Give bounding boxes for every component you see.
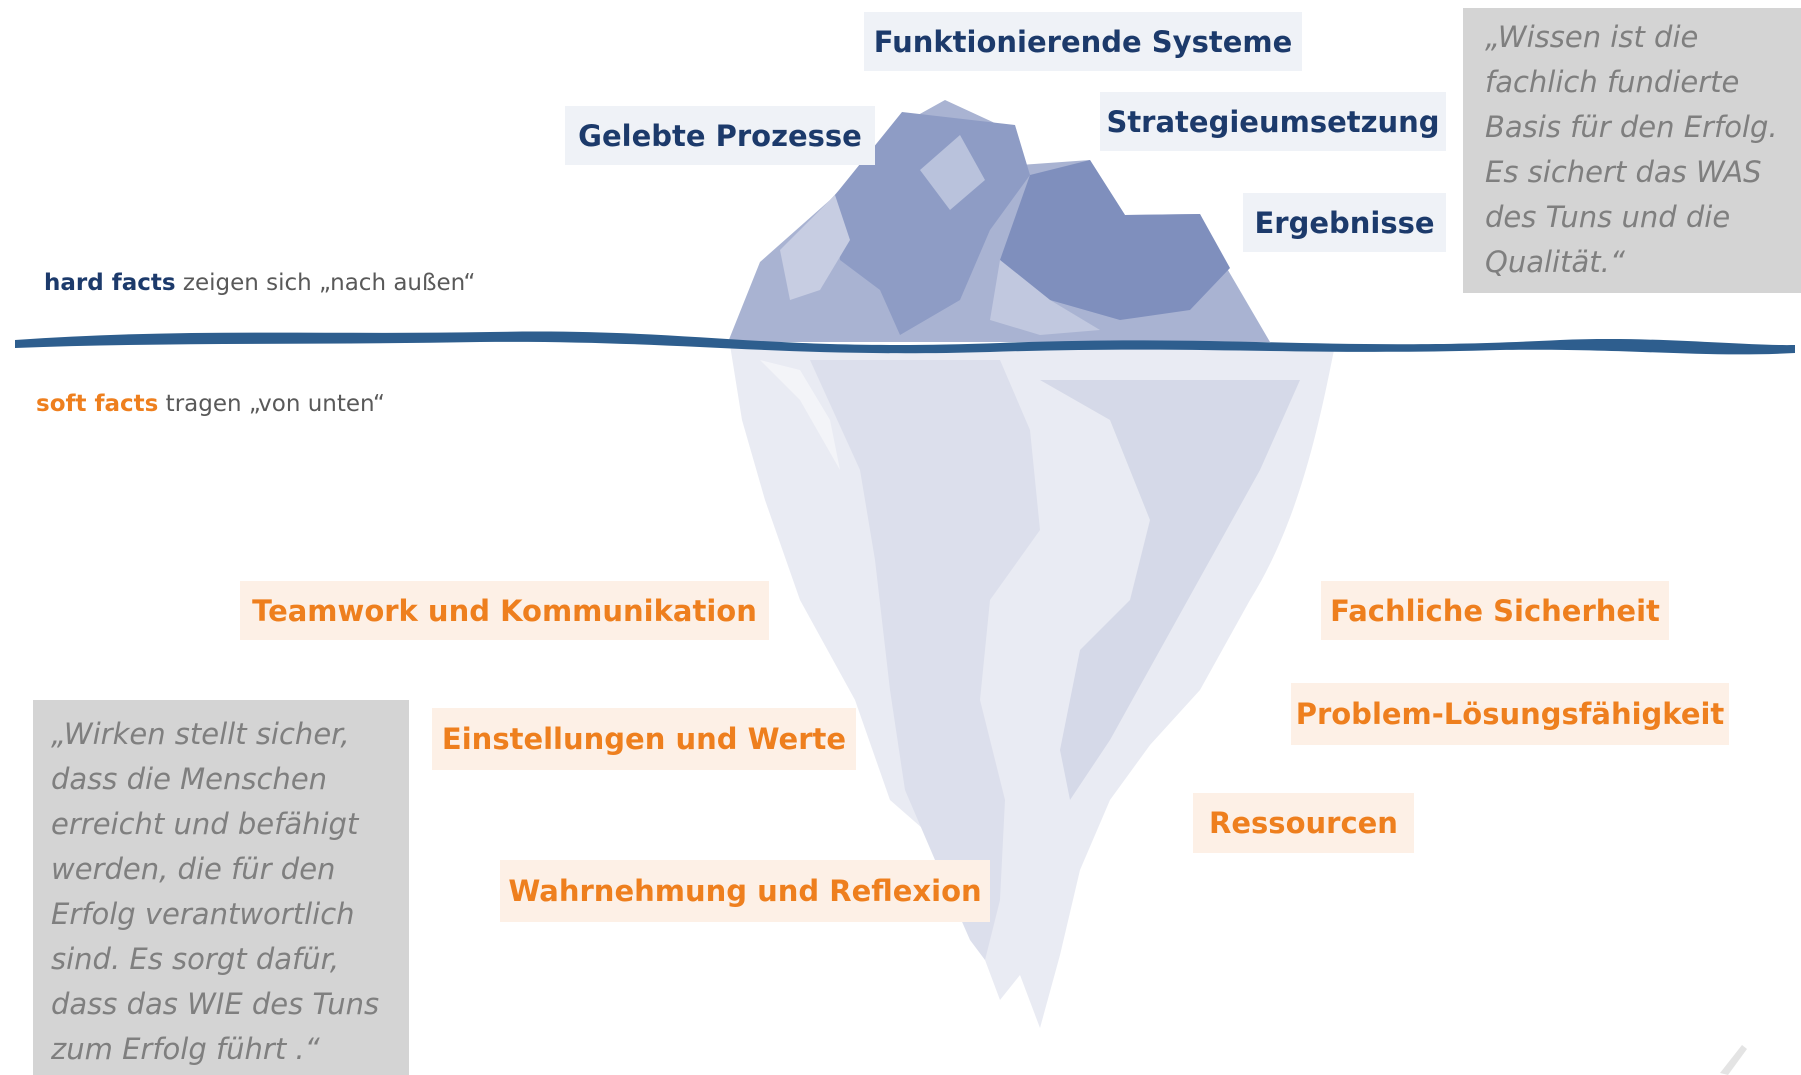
quote-wissen: „Wissen ist die fachlich fundierte Basis…	[1463, 8, 1801, 293]
top-item-gelebte-prozesse: Gelebte Prozesse	[565, 106, 875, 165]
soft-facts-strong: soft facts	[36, 391, 159, 417]
iceberg-underwater	[730, 345, 1335, 1028]
bottom-item-einstellungen: Einstellungen und Werte	[432, 708, 856, 770]
top-item-funktionierende-systeme: Funktionierende Systeme	[864, 12, 1302, 71]
top-item-strategieumsetzung: Strategieumsetzung	[1100, 92, 1446, 151]
bottom-item-ressourcen: Ressourcen	[1193, 793, 1414, 853]
hard-facts-text: zeigen sich „nach außen“	[182, 270, 476, 296]
water-line	[15, 331, 1795, 355]
hard-facts-strong: hard facts	[44, 270, 176, 296]
bottom-item-wahrnehmung: Wahrnehmung und Reflexion	[500, 860, 990, 922]
bottom-item-teamwork: Teamwork und Kommunikation	[240, 581, 769, 640]
soft-facts-text: tragen „von unten“	[165, 391, 385, 417]
iceberg-tip	[728, 100, 1270, 342]
soft-facts-label: soft facts tragen „von unten“	[36, 391, 385, 417]
top-item-ergebnisse: Ergebnisse	[1243, 193, 1446, 252]
corner-mark-icon	[1720, 1045, 1747, 1075]
bottom-item-problem-loesung: Problem-Lösungsfähigkeit	[1291, 683, 1729, 745]
quote-wirken: „Wirken stellt sicher, dass die Menschen…	[33, 700, 409, 1075]
bottom-item-fachliche-sicherheit: Fachliche Sicherheit	[1321, 581, 1669, 640]
hard-facts-label: hard facts zeigen sich „nach außen“	[44, 270, 475, 296]
